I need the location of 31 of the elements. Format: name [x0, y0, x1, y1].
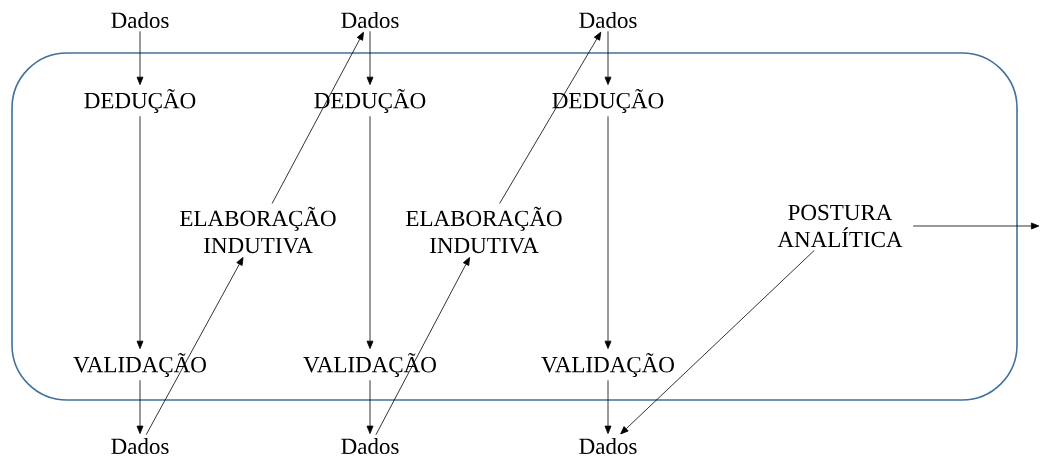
stage-label: VALIDAÇÃO: [303, 352, 436, 378]
text-label: Dados: [579, 11, 637, 29]
arrow: [136, 379, 144, 434]
arrow: [366, 379, 374, 434]
arrow: [620, 250, 815, 435]
text-label: Dados: [111, 437, 169, 455]
stage-label: POSTURA ANALÍTICA: [777, 204, 903, 248]
arrow: [271, 31, 364, 204]
arrow: [604, 115, 612, 349]
arrow: [604, 30, 612, 86]
stage-label: ELABORAÇÃO INDUTIVA: [180, 206, 336, 254]
arrow: [136, 30, 144, 86]
arrow: [145, 257, 244, 436]
arrow: [366, 30, 374, 86]
stage-label: VALIDAÇÃO: [541, 352, 674, 378]
text-label: Dados: [579, 437, 637, 455]
text-label: Dados: [341, 11, 399, 29]
arrow: [136, 115, 144, 349]
arrow: [375, 257, 470, 436]
arrow: [499, 31, 602, 204]
rounded-frame: [11, 52, 1018, 401]
stage-label: DEDUÇÃO: [84, 88, 196, 114]
text-label: Dados: [111, 11, 169, 29]
stage-label: ELABORAÇÃO INDUTIVA: [406, 206, 562, 254]
stage-label: DEDUÇÃO: [552, 88, 664, 114]
text-label: Dados: [341, 437, 399, 455]
arrow: [366, 115, 374, 349]
arrow: [912, 222, 1040, 230]
stage-label: VALIDAÇÃO: [73, 352, 206, 378]
stage-label: DEDUÇÃO: [314, 88, 426, 114]
arrow: [604, 379, 612, 434]
